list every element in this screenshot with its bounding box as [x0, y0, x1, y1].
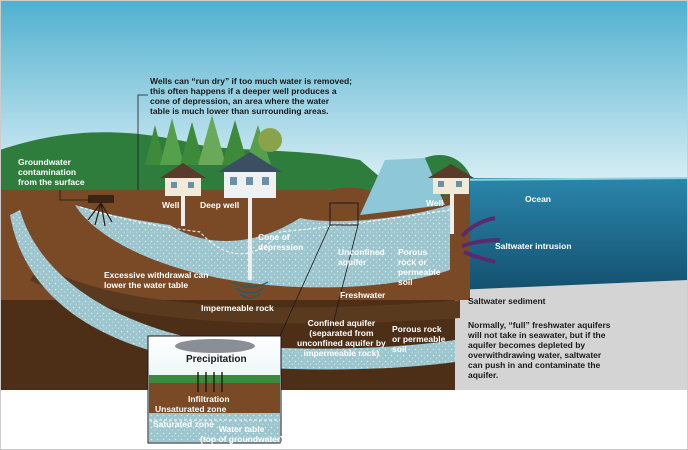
well-pipe-right — [450, 194, 454, 234]
contamination-source — [87, 195, 114, 227]
inset-saturated-zone-label: Saturated zone — [153, 419, 214, 429]
house-left — [160, 163, 206, 196]
house-center — [218, 152, 282, 198]
zoom-connector — [279, 224, 359, 337]
ocean-surface — [454, 177, 688, 181]
ocean-label: Ocean — [525, 194, 551, 204]
saltwater-sediment — [455, 280, 688, 390]
groundwater-contamination-label: Groundwater contamination from the surfa… — [18, 157, 85, 187]
well-pipe-left — [181, 196, 185, 226]
cone-of-depression-label: Cone of depression — [258, 232, 304, 252]
unconfined-aquifer-label: Unconfined aquifer — [338, 247, 385, 267]
house-right — [428, 164, 474, 194]
trees — [145, 115, 282, 165]
porous-rock-upper-label: Porous rock or permeable soil — [398, 247, 441, 287]
inset-infiltration-label: Infiltration — [188, 394, 230, 404]
well-pipe-deep — [248, 198, 252, 280]
unconfined-aquifer — [75, 205, 450, 288]
grass-hill-left — [0, 132, 395, 200]
deep-well-label: Deep well — [200, 200, 240, 210]
inset-precipitation-label: Precipitation — [186, 354, 247, 365]
confined-aquifer — [10, 210, 455, 370]
saltwater-intrusion-arrows — [460, 216, 501, 264]
pointer-wells-dry — [137, 94, 148, 190]
zoom-box — [329, 202, 359, 226]
saltwater-intrusion-label: Saltwater intrusion — [495, 241, 572, 251]
water-table-line — [79, 206, 451, 255]
inset-panel — [147, 335, 282, 444]
inset-unsaturated-zone-label: Unsaturated zone — [155, 404, 227, 414]
well-right-label: Well — [426, 198, 444, 208]
freshwater-label: Freshwater — [340, 290, 386, 300]
confined-aquifer-label: Confined aquifer (separated from unconfi… — [297, 318, 386, 358]
wells-run-dry-label: Wells can “run dry” if too much water is… — [150, 76, 352, 116]
full-aquifers-note: Normally, “full” freshwater aquifers wil… — [468, 320, 611, 380]
porous-rock-lower-label: Porous rock or permeable soil — [392, 324, 446, 354]
ocean — [455, 178, 688, 293]
impermeable-rock-label: Impermeable rock — [201, 303, 274, 313]
saltwater-sediment-label: Saltwater sediment — [468, 296, 546, 306]
river — [360, 158, 445, 215]
inset-water-table-label: Water table (top of groundwater) — [200, 424, 284, 444]
impermeable-rock — [30, 265, 460, 324]
well-left-label: Well — [162, 200, 180, 210]
excessive-withdrawal-label: Excessive withdrawal can lower the water… — [104, 270, 209, 290]
pointer-contamination — [59, 190, 90, 201]
cone-arcs — [231, 281, 269, 299]
